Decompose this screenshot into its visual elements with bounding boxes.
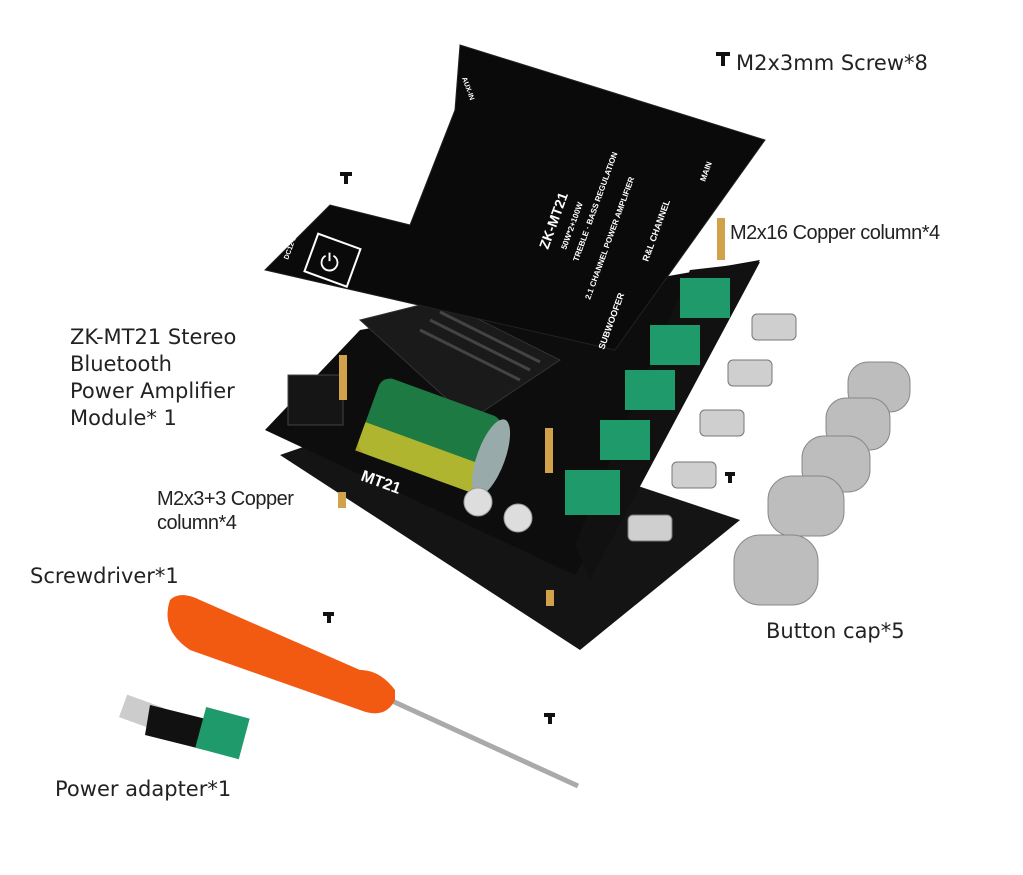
copper-column-short — [338, 492, 346, 508]
label-screw: M2x3mm Screw*8 — [736, 51, 928, 75]
heatsink — [358, 299, 561, 421]
label-module-line: Bluetooth — [70, 352, 172, 376]
button-caps — [733, 361, 911, 606]
label-module: ZK-MT21 Stereo Bluetooth Power Amplifier… — [70, 324, 236, 432]
power-icon-box — [303, 232, 362, 288]
terminal-blocks — [565, 278, 730, 515]
label-line: M2x3+3 Copper — [157, 488, 294, 510]
copper-column — [339, 355, 347, 400]
power-adapter — [118, 694, 250, 760]
label-button-cap: Button cap*5 — [766, 619, 905, 643]
label-module-line: Module* 1 — [70, 406, 177, 430]
screwdriver — [167, 595, 580, 789]
label-line: column*4 — [157, 512, 237, 534]
capacitor — [355, 378, 511, 496]
small-capacitor — [503, 503, 533, 533]
small-capacitor — [463, 487, 493, 517]
label-screwdriver: Screwdriver*1 — [30, 564, 179, 588]
copper-column — [545, 428, 553, 473]
top-cover — [264, 44, 766, 351]
label-copper-column-long: M2x16 Copper column*4 — [730, 222, 940, 244]
copper-column-short — [546, 590, 554, 606]
dc-jack — [287, 374, 344, 426]
label-copper-column-short: M2x3+3 Copper column*4 — [157, 487, 294, 535]
label-module-line: ZK-MT21 Stereo — [70, 325, 237, 349]
power-icon: ⏻ — [320, 249, 339, 277]
potentiometer-knobs — [627, 313, 797, 542]
front-panel — [575, 262, 760, 580]
copper-column-long — [717, 218, 725, 260]
screw-icons — [323, 52, 735, 724]
label-power-adapter: Power adapter*1 — [55, 777, 232, 801]
label-module-line: Power Amplifier — [70, 379, 235, 403]
